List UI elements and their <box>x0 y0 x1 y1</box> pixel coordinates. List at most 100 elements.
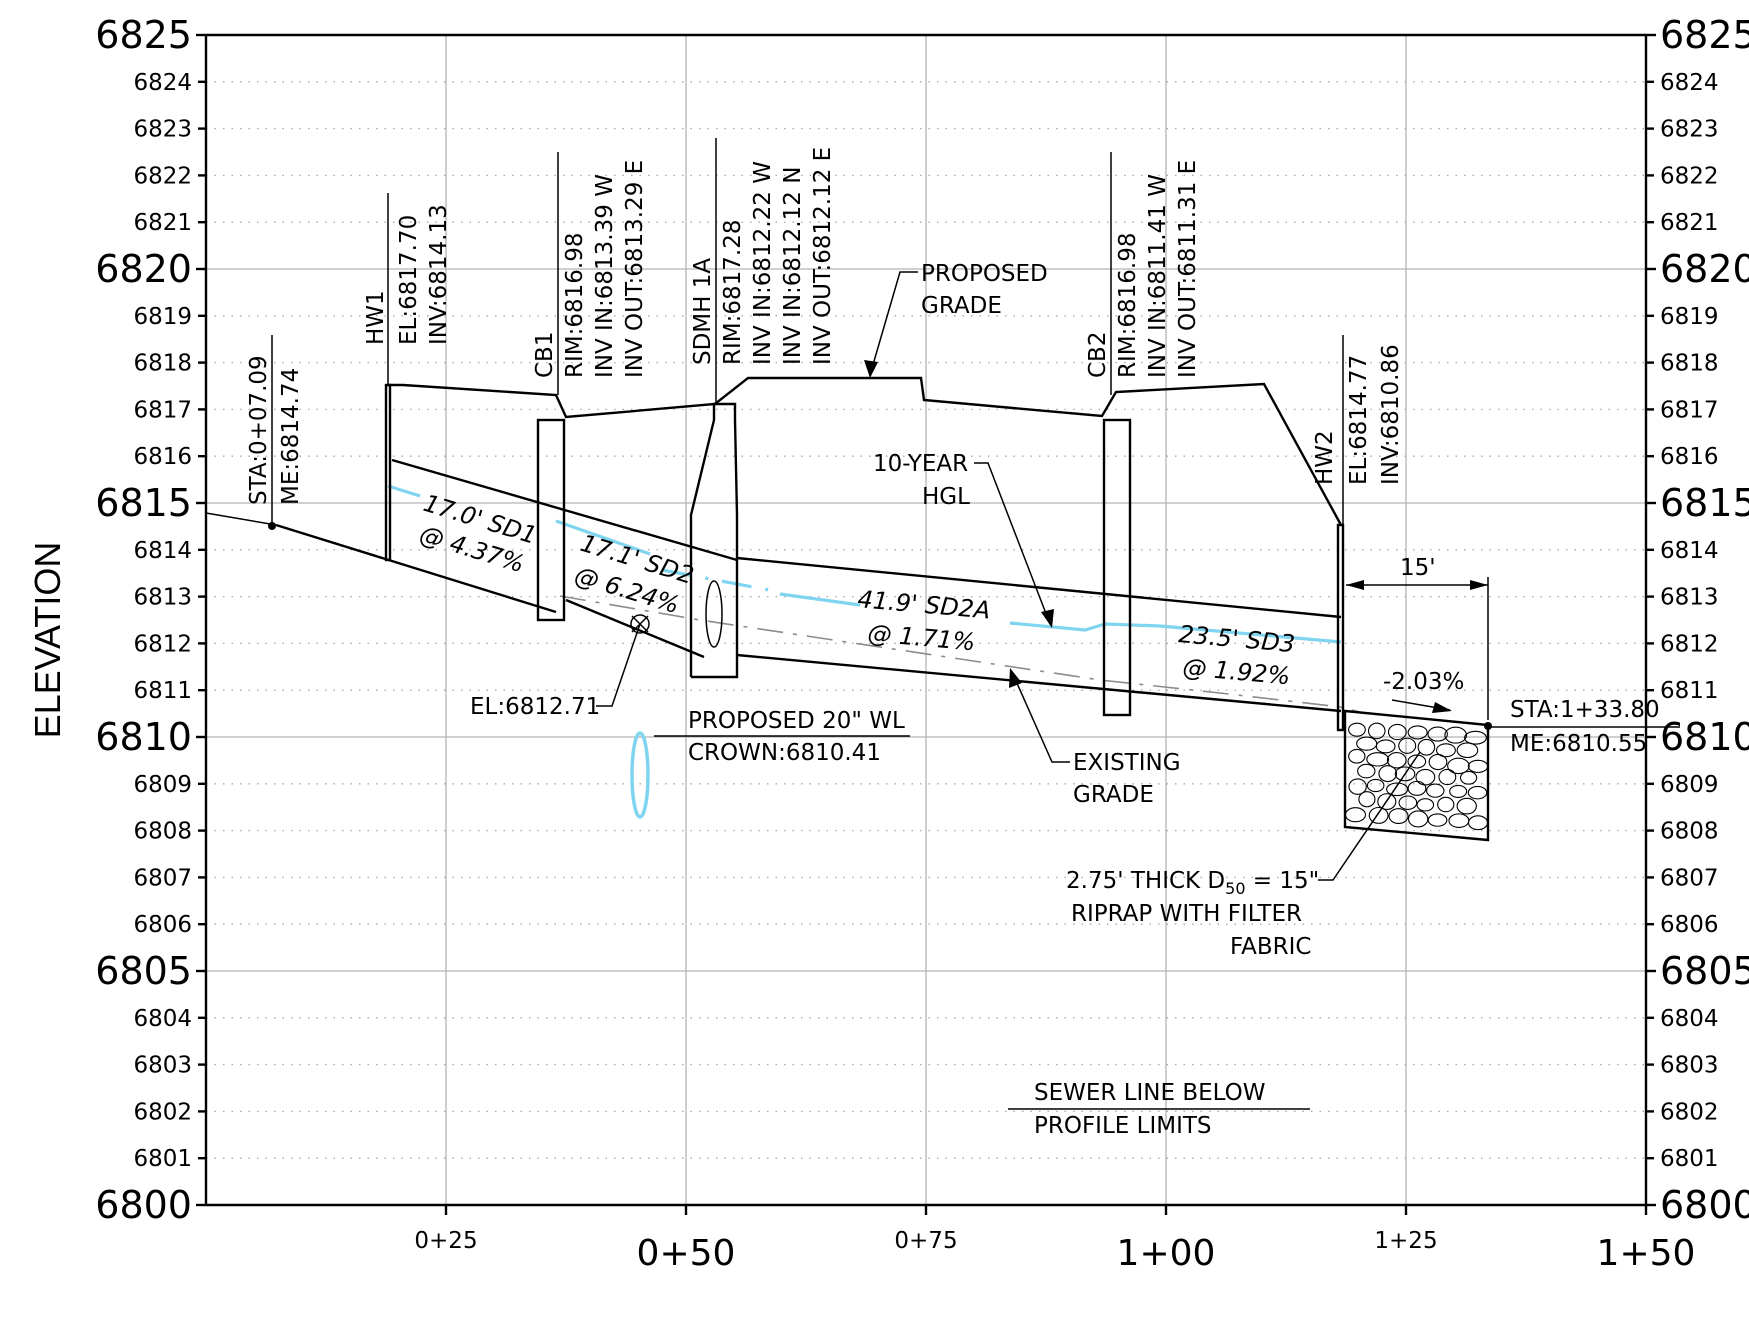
cb1-inv-in: INV IN:6813.39 W <box>592 174 618 378</box>
riprap-rock <box>1357 763 1376 779</box>
elevation-tick-left: 6823 <box>133 117 192 143</box>
hw1-el: EL:6817.70 <box>396 215 422 345</box>
elevation-tick-left: 6824 <box>133 70 192 96</box>
begin-sta: STA:0+07.09 <box>246 355 272 505</box>
elevation-tick-left: 6825 <box>95 13 192 57</box>
riprap-rock <box>1428 753 1448 771</box>
elevation-tick-left: 6816 <box>133 444 192 470</box>
riprap-rock <box>1435 743 1456 758</box>
riprap-pad <box>1343 709 1490 842</box>
riprap-rock <box>1459 770 1478 785</box>
elevation-tick-left: 6817 <box>133 397 192 423</box>
riprap-rock <box>1467 759 1489 773</box>
riprap-rock <box>1348 748 1366 764</box>
riprap-rock <box>1398 795 1418 810</box>
proposed-grade-callout: PROPOSED GRADE <box>864 261 1048 378</box>
riprap-rock <box>1368 806 1389 824</box>
elevation-tick-left: 6810 <box>95 715 192 759</box>
cb2-name: CB2 <box>1085 332 1111 378</box>
hw2-el: EL:6814.77 <box>1346 355 1372 485</box>
elevation-tick-right: 6801 <box>1660 1146 1719 1172</box>
station-tick: 1+00 <box>1117 1233 1216 1274</box>
elevation-tick-left: 6806 <box>133 912 192 938</box>
station-tick: 0+75 <box>894 1228 957 1254</box>
wl-callout: PROPOSED 20" WL CROWN:6810.41 <box>654 708 910 766</box>
riprap-rock <box>1415 768 1436 786</box>
elevation-tick-right: 6808 <box>1660 819 1719 845</box>
riprap-rock <box>1447 757 1470 775</box>
svg-text:@ 1.71%: @ 1.71% <box>866 619 976 656</box>
svg-text:EXISTING: EXISTING <box>1073 750 1181 776</box>
riprap-rock <box>1348 722 1366 737</box>
elevation-tick-left: 6820 <box>95 247 192 291</box>
station-tick: 0+50 <box>637 1233 736 1274</box>
elevation-tick-right: 6807 <box>1660 865 1719 891</box>
begin-me: ME:6814.74 <box>278 368 304 505</box>
riprap-rock <box>1387 723 1407 741</box>
riprap-callout: 2.75' THICK D50 = 15" RIPRAP WITH FILTER… <box>1066 751 1421 960</box>
cb2-inv-in: INV IN:6811.41 W <box>1145 174 1171 378</box>
elevation-tick-left: 6815 <box>95 481 192 525</box>
riprap-rock <box>1367 722 1386 740</box>
elevation-tick-left: 6812 <box>133 631 192 657</box>
proposed-wl-crossing <box>630 731 650 819</box>
elevation-tick-left: 6819 <box>133 304 192 330</box>
riprap-rock <box>1449 784 1468 798</box>
elevation-tick-right: 6825 <box>1660 13 1749 57</box>
hw2-labels: HW2 EL:6814.77 INV:6810.86 <box>1312 344 1404 485</box>
hw1-inv: INV:6814.13 <box>426 204 452 345</box>
svg-text:FABRIC: FABRIC <box>1230 934 1311 960</box>
sewer-note: SEWER LINE BELOW PROFILE LIMITS <box>1008 1080 1310 1139</box>
riprap-rock <box>1378 765 1398 783</box>
elevation-tick-left: 6801 <box>133 1146 192 1172</box>
hw2-inv: INV:6810.86 <box>1378 344 1404 485</box>
elevation-tick-left: 6822 <box>133 163 192 189</box>
riprap-rock <box>1416 798 1435 812</box>
riprap-rock <box>1427 726 1448 742</box>
elevation-tick-right: 6814 <box>1660 538 1719 564</box>
riprap-rock <box>1438 768 1457 786</box>
elevation-tick-right: 6803 <box>1660 1053 1719 1079</box>
svg-text:10-YEAR: 10-YEAR <box>873 451 968 477</box>
hgl-line <box>387 484 1342 644</box>
existing-grade-line <box>559 595 1361 713</box>
existing-grade-callout: EXISTING GRADE <box>1009 668 1181 808</box>
dimension-15ft: 15' <box>1346 555 1489 720</box>
elevation-tick-right: 6813 <box>1660 585 1719 611</box>
proposed-grade-line <box>387 376 1343 526</box>
riprap-rock <box>1444 726 1468 744</box>
elevation-tick-right: 6816 <box>1660 444 1719 470</box>
y-axis-label: ELEVATION <box>27 542 68 739</box>
elevation-tick-left: 6821 <box>133 210 192 236</box>
svg-text:-2.03%: -2.03% <box>1383 669 1464 695</box>
svg-text:GRADE: GRADE <box>921 293 1002 319</box>
structure-leaders <box>387 138 1344 525</box>
station-tick: 1+50 <box>1597 1233 1696 1274</box>
elevation-tick-left: 6809 <box>133 772 192 798</box>
elevation-tick-right: 6823 <box>1660 117 1719 143</box>
elevation-tick-left: 6805 <box>95 949 192 993</box>
riprap-rock <box>1467 815 1489 831</box>
svg-text:PROPOSED: PROPOSED <box>921 261 1048 287</box>
svg-text:GRADE: GRADE <box>1073 782 1154 808</box>
elevation-tick-left: 6807 <box>133 865 192 891</box>
elevation-tick-left: 6811 <box>133 678 192 704</box>
elevation-tick-right: 6804 <box>1660 1006 1719 1032</box>
riprap-rock <box>1448 813 1470 828</box>
hw2-headwall <box>1336 523 1345 732</box>
elevation-tick-right: 6821 <box>1660 210 1719 236</box>
sdmh-inv-out: INV OUT:6812.12 E <box>810 147 836 365</box>
crossing-el-label: EL:6812.71 <box>470 694 600 720</box>
elevation-tick-left: 6814 <box>133 538 192 564</box>
sd3-label: 23.5' SD3 @ 1.92% <box>1177 620 1296 690</box>
cb1-structure <box>536 418 566 622</box>
riprap-rock <box>1427 813 1448 827</box>
elevation-tick-right: 6824 <box>1660 70 1719 96</box>
hw2-name: HW2 <box>1312 430 1338 485</box>
svg-text:15': 15' <box>1400 555 1436 581</box>
riprap-rock <box>1407 780 1427 796</box>
riprap-rock <box>1456 797 1477 815</box>
elevation-ticks-left: 6825682068156810680568006824682368226821… <box>95 13 206 1227</box>
elevation-tick-right: 6800 <box>1660 1183 1749 1227</box>
